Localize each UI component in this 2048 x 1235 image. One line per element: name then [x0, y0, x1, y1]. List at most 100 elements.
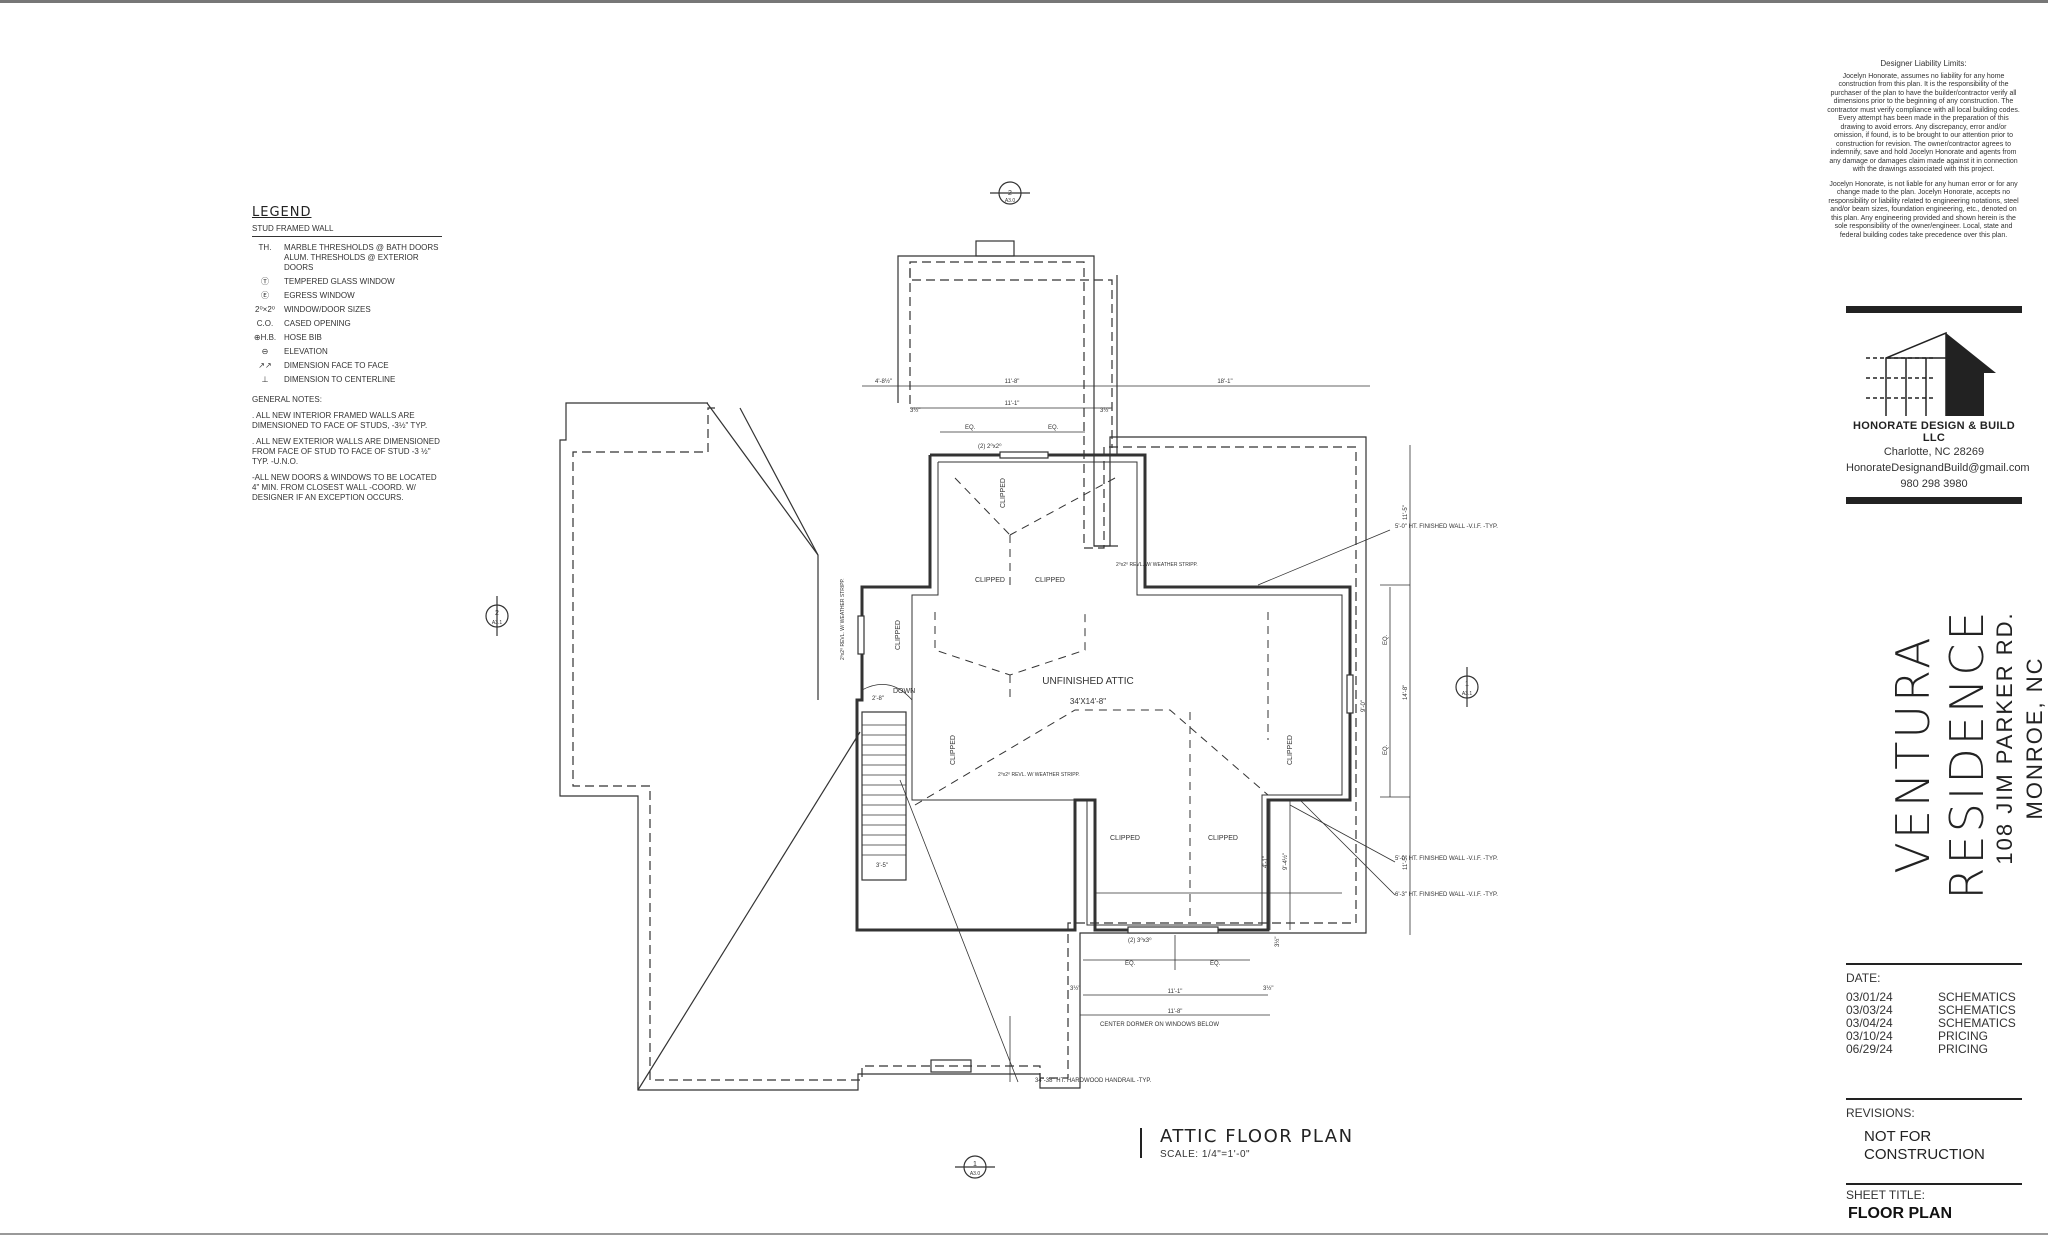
- dim-right-top: 11'-5": [1403, 505, 1409, 520]
- elevation-icon: ⊖: [261, 347, 269, 356]
- dim-bottom-inner: 11'-1": [1168, 989, 1183, 995]
- date-desc: PRICING: [1938, 1042, 1989, 1056]
- hip-lines: [914, 477, 1269, 920]
- tempered-glass-icon: Ⓣ: [261, 277, 269, 286]
- eave-dashed: [572, 261, 1357, 1081]
- project-name: VENTURA RESIDENCE: [1886, 608, 1994, 900]
- dates-title: DATE:: [1846, 971, 1881, 985]
- door-swing: [861, 683, 913, 701]
- section-top-num: 2: [1008, 190, 1012, 197]
- date-desc: SCHEMATICS: [1938, 1003, 2016, 1017]
- dim-top-inner: 11'-1": [1005, 401, 1020, 407]
- dim-top-mid: 11'-8": [1005, 379, 1020, 385]
- legend-stud-wall: STUD FRAMED WALL: [252, 224, 442, 237]
- project-block: VENTURA RESIDENCE 108 JIM PARKER RD. MON…: [1840, 510, 2047, 960]
- section-right-num: 1: [1465, 681, 1469, 688]
- legend-text: TEMPERED GLASS WINDOW: [284, 277, 395, 286]
- vent-left: [857, 615, 865, 655]
- note-wall-5ft-top: 5'-0" HT. FINISHED WALL -V.I.F. -TYP.: [1395, 524, 1498, 530]
- legend-item: Ⓣ TEMPERED GLASS WINDOW: [252, 277, 442, 287]
- room-size: 34'X14'-8": [1070, 697, 1106, 706]
- legend-item: ↗↗DIMENSION FACE TO FACE: [252, 361, 442, 371]
- dim-right-mid: 14'-8": [1403, 685, 1409, 700]
- revision-line-1: NOT FOR: [1864, 1128, 1932, 1145]
- general-note: . ALL NEW EXTERIOR WALLS ARE DIMENSIONED…: [252, 437, 440, 466]
- legend-text: EGRESS WINDOW: [284, 291, 355, 300]
- dim-right-bottom: 11'-5": [1403, 855, 1409, 870]
- vent-left-label: 2⁰x2⁰ REVL. W/ WEATHER STRIPP.: [840, 578, 846, 660]
- dim-inner-v1: 4'-1": [1263, 856, 1269, 868]
- revision-line-2: CONSTRUCTION: [1864, 1146, 1985, 1163]
- legend-item: Ⓔ EGRESS WINDOW: [252, 291, 442, 301]
- dim-stair: 3'-5": [876, 863, 888, 869]
- liability-title: Designer Liability Limits:: [1880, 59, 1967, 68]
- legend-symbol: C.O.: [256, 319, 274, 328]
- dim-bottom-outer: 11'-8": [1168, 1009, 1183, 1015]
- dim-eq-3: EQ.: [1383, 634, 1389, 645]
- legend-item: C.O. CASED OPENING: [252, 319, 442, 329]
- liability-paragraph-1: Jocelyn Honorate, assumes no liability f…: [1827, 72, 2020, 174]
- egress-icon: Ⓔ: [261, 291, 269, 300]
- legend-text: DIMENSION FACE TO FACE: [284, 361, 389, 370]
- not-for-construction: NOT FOR CONSTRUCTION: [1864, 1128, 1985, 1164]
- clipped-label-6: CLIPPED: [895, 620, 902, 650]
- vent-label: 2⁰x2⁰ REVL. W/ WEATHER STRIPP.: [1116, 562, 1198, 568]
- title-block-divider: [1846, 963, 2022, 965]
- company-name: HONORATE DESIGN & BUILD LLC: [1853, 420, 2015, 444]
- clipped-label-3: CLIPPED: [1110, 835, 1140, 842]
- stair-down-label: DOWN: [893, 688, 915, 695]
- note-handrail: 34"-38" HT. HARDWOOD HANDRAIL -TYP.: [1035, 1078, 1152, 1084]
- section-markers: [485, 181, 1479, 1179]
- revisions-title: REVISIONS:: [1846, 1106, 1915, 1120]
- date-desc: PRICING: [1938, 1029, 1989, 1043]
- title-block-divider: [1846, 1183, 2022, 1185]
- plan-scale: SCALE: 1/4"=1'-0": [1160, 1149, 1251, 1160]
- dim-side-mid: 9'-0": [1361, 700, 1367, 712]
- plan-title-bar: [1140, 1128, 1142, 1158]
- company-phone: 980 298 3980: [1900, 478, 1968, 490]
- legend-text: DIMENSION TO CENTERLINE: [284, 375, 396, 384]
- company-email: HonorateDesignandBuild@gmail.com: [1846, 462, 2030, 474]
- dim-3half-5: 3½": [1274, 937, 1281, 947]
- project-city: MONROE, NC: [2022, 656, 2047, 820]
- legend-symbol: 2⁰×2⁰: [255, 305, 275, 314]
- hose-bib-icon: ⊕H.B.: [253, 333, 277, 342]
- date-desc: SCHEMATICS: [1938, 1016, 2016, 1030]
- section-bottom-ref: A3.0: [970, 1171, 981, 1177]
- liability-block: Designer Liability Limits: Jocelyn Honor…: [1826, 59, 2021, 246]
- dim-3half-3: 3½": [1070, 985, 1080, 992]
- company-contact: Charlotte, NC 28269 HonorateDesignandBui…: [1846, 444, 2030, 492]
- general-note: -ALL NEW DOORS & WINDOWS TO BE LOCATED 4…: [252, 473, 437, 502]
- plan-title: ATTIC FLOOR PLAN: [1160, 1126, 1354, 1147]
- legend-title: LEGEND: [252, 205, 312, 220]
- clipped-label-1: CLIPPED: [975, 577, 1005, 584]
- legend-text: WINDOW/DOOR SIZES: [284, 305, 371, 314]
- legend-text: HOSE BIB: [284, 333, 322, 342]
- legend-item: ⊥DIMENSION TO CENTERLINE: [252, 375, 442, 385]
- date: 03/03/24: [1846, 1003, 1893, 1017]
- dim-top-left: 4'-8½": [875, 378, 892, 385]
- window-bottom: [1127, 926, 1219, 934]
- date: 06/29/24: [1846, 1042, 1893, 1056]
- roof-outline: [559, 255, 1367, 1091]
- vent-label-2: 2⁰x2⁰ REVL. W/ WEATHER STRIPP.: [998, 772, 1080, 778]
- clipped-label-4: CLIPPED: [1208, 835, 1238, 842]
- legend-symbol: TH.: [258, 243, 272, 252]
- legend-item: 2⁰×2⁰ WINDOW/DOOR SIZES: [252, 305, 442, 315]
- general-notes-title: GENERAL NOTES:: [252, 395, 322, 404]
- dim-inner-v2: 9'-4½": [1282, 853, 1289, 870]
- project-street: 108 JIM PARKER RD.: [1992, 611, 2017, 865]
- dim-3half-4: 3½": [1263, 985, 1273, 992]
- date: 03/01/24: [1846, 990, 1893, 1004]
- section-left-ref: A3.1: [492, 620, 503, 626]
- dimension-lines: [862, 385, 1411, 1016]
- attic-wall-outer: [855, 453, 1352, 932]
- legend-item: ⊕H.B. HOSE BIB: [252, 333, 442, 343]
- legend-text: CASED OPENING: [284, 319, 351, 328]
- company-city: Charlotte, NC 28269: [1883, 446, 1985, 458]
